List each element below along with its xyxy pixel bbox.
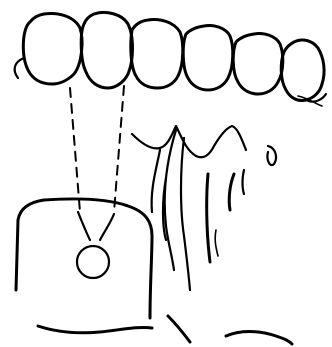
gum-scallop xyxy=(132,126,246,157)
root-stroke-1 xyxy=(152,150,160,212)
detail-box-notch-left xyxy=(78,212,90,240)
gum-roots xyxy=(132,96,322,290)
detail-circle xyxy=(77,246,109,278)
tooth-4 xyxy=(183,25,233,90)
tooth-1 xyxy=(23,14,82,84)
root-hook xyxy=(267,146,276,165)
root-line-1 xyxy=(165,130,176,270)
tooth-2 xyxy=(81,12,132,88)
teeth-row xyxy=(23,12,326,101)
tooth-3 xyxy=(131,20,183,89)
detail-box-notch-right xyxy=(100,214,114,240)
root-stroke-4 xyxy=(215,230,218,256)
ground-stroke-right xyxy=(226,332,292,345)
projection-line-right xyxy=(114,86,124,212)
root-stroke-3 xyxy=(207,174,210,262)
detail-box xyxy=(16,199,152,318)
root-stroke-5 xyxy=(229,174,234,210)
ground-strokes xyxy=(38,316,292,344)
gum-edge-left xyxy=(15,58,24,78)
ground-stroke-mid xyxy=(168,316,190,342)
root-stroke-6 xyxy=(243,170,245,194)
tooth-5 xyxy=(233,33,283,94)
detail-box-outline xyxy=(16,199,152,318)
root-line-2 xyxy=(181,138,190,290)
ground-stroke-left xyxy=(38,326,152,333)
projection-line-left xyxy=(70,88,80,212)
tooth-6 xyxy=(281,40,324,101)
